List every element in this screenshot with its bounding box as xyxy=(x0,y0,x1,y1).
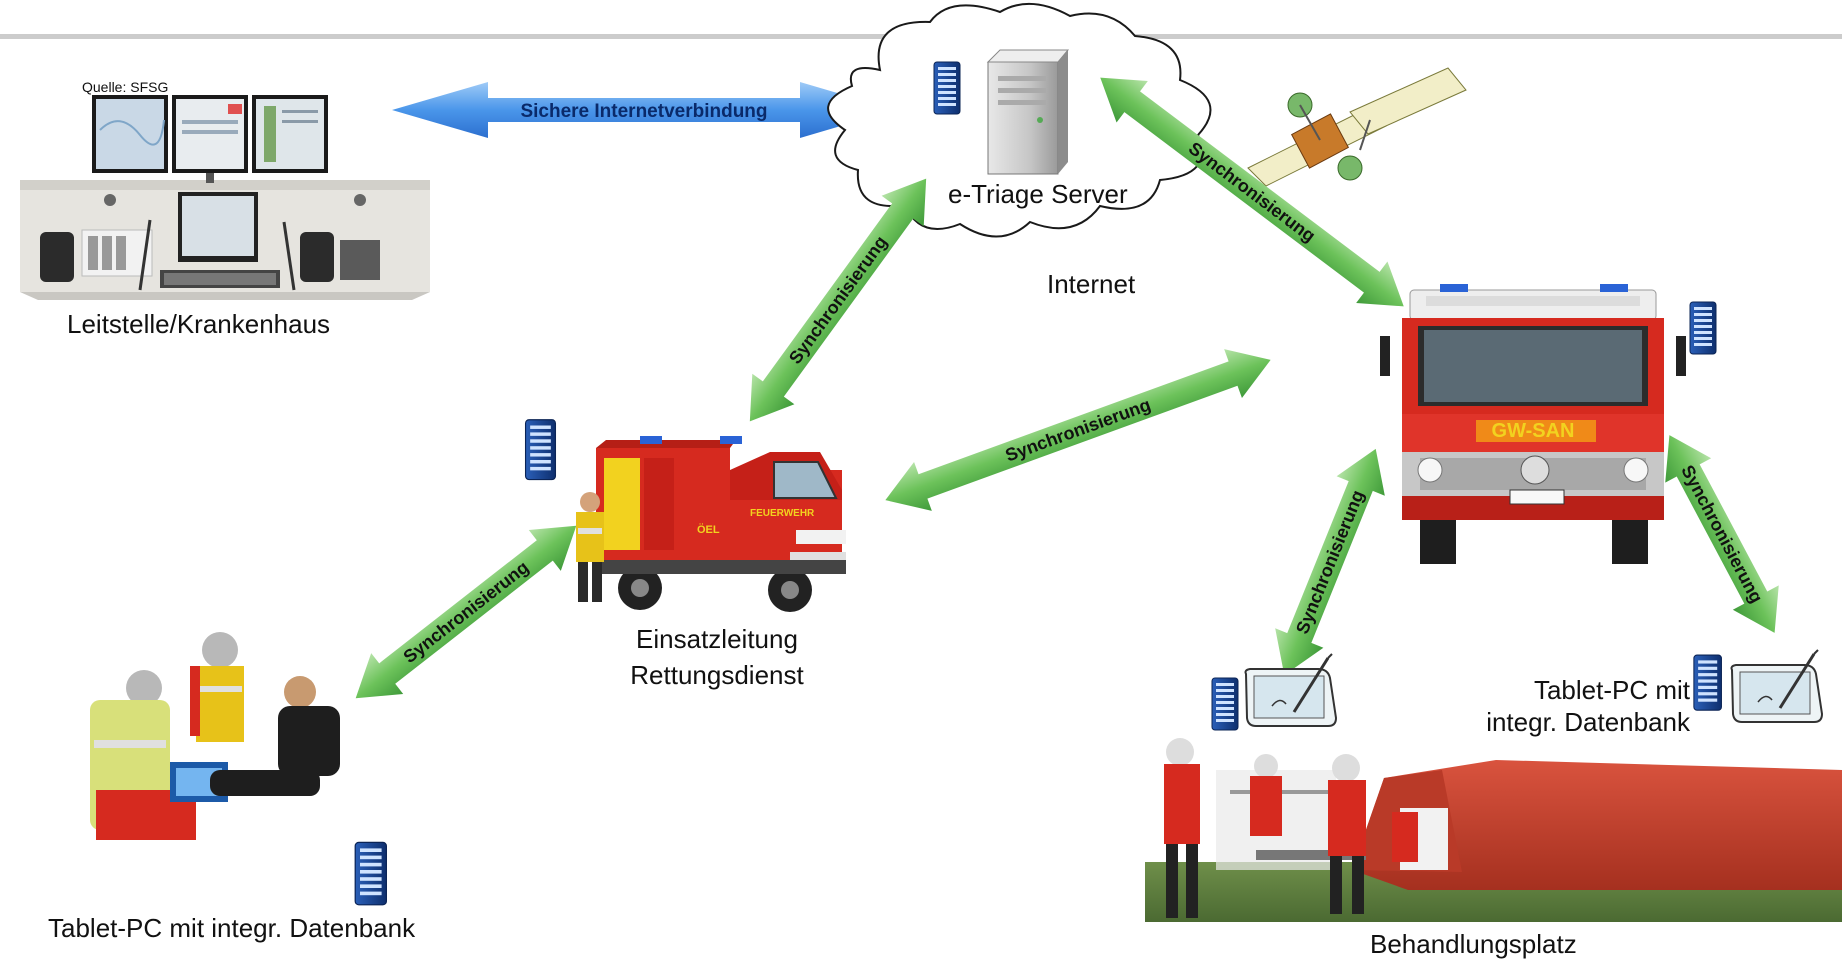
source-note: Quelle: SFSG xyxy=(82,79,169,95)
database-icon-gwsan xyxy=(1689,301,1717,355)
satellite-icon xyxy=(1247,67,1467,187)
database-icon-tablet-right xyxy=(1693,654,1722,711)
database-icon-einsatzleitung xyxy=(524,419,557,481)
database-icon-server xyxy=(933,61,961,115)
tablet-right-label-line2: integr. Datenbank xyxy=(1486,707,1690,737)
fire-truck-image xyxy=(1380,284,1686,564)
secure-connection-label: Sichere Internetverbindung xyxy=(520,101,767,122)
internet-label: Internet xyxy=(1047,269,1136,299)
sync-arrow-gwsan-tablet-right: Synchronisierung xyxy=(1665,435,1779,633)
paramedics-image xyxy=(90,632,340,840)
sync-label: Synchronisierung xyxy=(400,557,533,667)
database-icon-tablet-left xyxy=(354,841,388,906)
tablet-pen-icon-right xyxy=(1730,648,1824,724)
behandlungsplatz-label: Behandlungsplatz xyxy=(1370,929,1577,959)
rescuer-figure xyxy=(576,492,604,602)
van-plate-text: ÖEL xyxy=(697,523,720,536)
command-van-image xyxy=(596,436,846,612)
treatment-tent-image xyxy=(1145,738,1842,922)
secure-connection-arrow xyxy=(392,82,895,138)
tablet-right-label-line1: Tablet-PC mit xyxy=(1533,675,1690,705)
control-room-image xyxy=(20,95,430,300)
sync-arrow-einsatzleitung-gwsan: Synchronisierung xyxy=(885,349,1271,511)
truck-label-text: GW-SAN xyxy=(1492,420,1575,442)
van-brand-text: FEUERWEHR xyxy=(750,508,815,519)
sync-arrow-server-einsatzleitung: Synchronisierung xyxy=(749,178,927,422)
tablet-left-label: Tablet-PC mit integr. Datenbank xyxy=(48,913,416,943)
leitstelle-label: Leitstelle/Krankenhaus xyxy=(67,309,331,339)
sync-label: Synchronisierung xyxy=(1677,462,1767,607)
sync-arrow-gwsan-behandlung: Synchronisierung xyxy=(1275,448,1385,676)
einsatzleitung-label-line1: Einsatzleitung xyxy=(636,624,798,654)
database-icon-behandlung xyxy=(1211,677,1239,731)
sync-label: Synchronisierung xyxy=(1292,487,1368,636)
einsatzleitung-label-line2: Rettungsdienst xyxy=(630,660,804,690)
sync-arrow-tablet-einsatzleitung: Synchronisierung xyxy=(355,525,577,699)
server-tower-icon xyxy=(986,49,1070,175)
server-label: e-Triage Server xyxy=(948,179,1128,209)
sync-label: Synchronisierung xyxy=(785,232,891,368)
sync-label: Synchronisierung xyxy=(1003,394,1154,465)
